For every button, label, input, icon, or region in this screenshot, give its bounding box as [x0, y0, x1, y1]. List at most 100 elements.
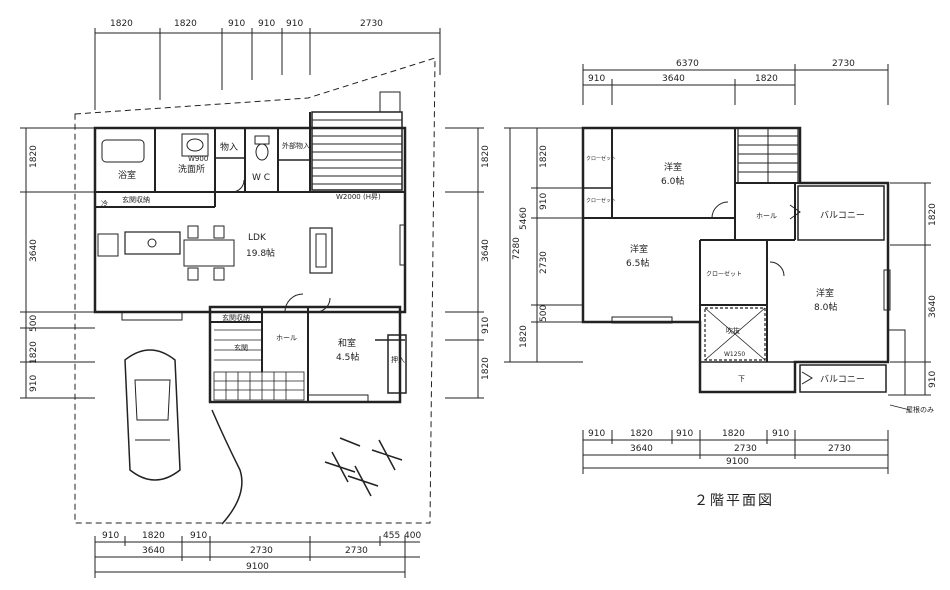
f1-dim-bottom-extra-1: 400 — [404, 531, 421, 541]
f1-dim-bottom-r1-0: 910 — [102, 531, 119, 541]
room-tatami-label: 和室 — [338, 337, 356, 349]
f2-closet1-label: クローゼット — [586, 155, 616, 162]
f1-dim-bottom-r2-0: 3640 — [142, 546, 165, 556]
wash-basin — [186, 138, 204, 152]
f2-dim-right-0: 1820 — [928, 203, 938, 226]
f2-void — [704, 307, 766, 361]
f2-dim-top-total: 6370 — [676, 59, 699, 69]
room-ldk-label: LDK — [248, 233, 267, 243]
f1-dim-right-2: 910 — [481, 317, 491, 334]
f2-dim-bottom-r2-2: 2730 — [828, 444, 851, 454]
f1-dim-bottom-r2-2: 2730 — [345, 546, 368, 556]
f2-closet2-label: クローゼット — [586, 197, 616, 204]
f2-down-label: 下 — [738, 375, 745, 383]
f1-top-ticks — [94, 28, 441, 110]
f1-stairs — [311, 111, 403, 191]
f2-dim-left-inner-2: 5460 — [519, 207, 529, 230]
f2-dim-bottom-r1-1: 1820 — [630, 429, 653, 439]
car-outline — [124, 349, 181, 481]
f2-closet3-label: クローゼット — [706, 270, 742, 278]
garden-shrubs — [324, 437, 403, 497]
washroom-w900: W900 — [188, 155, 208, 163]
f2-room3-label: 洋室 — [816, 287, 834, 299]
f2-dim-left-inner-1: 910 — [539, 193, 549, 210]
first-floor-labels: 1820 1820 910 910 910 2730 1820 3640 500… — [29, 19, 491, 572]
f2-dim-top-r2-0: 910 — [588, 74, 605, 84]
f1-dim-right-0: 1820 — [481, 145, 491, 168]
f1-dim-bottom-r1-2: 910 — [190, 531, 207, 541]
f2-dim-top-r2-2: 1820 — [755, 74, 778, 84]
f1-left-ticks — [20, 127, 95, 399]
first-floor-plan — [20, 28, 484, 578]
second-floor-labels: 6370 2730 910 3640 1820 7280 1820 910 54… — [512, 59, 938, 509]
room-outdoor-storage-label: 外部物入 — [282, 141, 310, 150]
f1-dim-top-4: 910 — [286, 19, 303, 29]
kitchen-stove — [97, 233, 119, 257]
bathtub — [101, 139, 145, 163]
f2-dim-left-inner-0: 1820 — [539, 145, 549, 168]
f2-dim-bottom-r1-4: 910 — [772, 429, 789, 439]
room-storage-label: 物入 — [220, 141, 238, 153]
balcony-lower — [799, 364, 887, 393]
f2-balcony2-label: バルコニー — [820, 374, 865, 385]
room-tatami-size: 4.5帖 — [336, 351, 359, 363]
f1-main-block — [93, 126, 407, 314]
f2-dim-bottom-r1-3: 1820 — [722, 429, 745, 439]
room-ldk-size: 19.8帖 — [246, 247, 275, 259]
f1-dim-top-2: 910 — [228, 19, 245, 29]
f2-dim-top-r2-1: 3640 — [662, 74, 685, 84]
shoe-storage-label: 玄関収納 — [122, 195, 150, 204]
f1-dim-left-1: 3640 — [29, 239, 39, 262]
f2-dim-bottom-r1-0: 910 — [588, 429, 605, 439]
f2-hall-label: ホール — [756, 212, 777, 220]
f2-dim-right-1: 3640 — [928, 295, 938, 318]
room-washroom-label: 洗面所 — [178, 163, 205, 175]
f2-dim-bottom-r2-0: 3640 — [630, 444, 653, 454]
toilet — [255, 143, 269, 161]
f2-dim-left-inner-4: 500 — [539, 305, 549, 322]
f2-room2-label: 洋室 — [630, 243, 648, 255]
garden-path — [211, 409, 243, 525]
f2-dim-left-outer: 7280 — [512, 237, 522, 260]
f1-dim-bottom-r2-1: 2730 — [250, 546, 273, 556]
f2-dim-right-2: 910 — [928, 371, 938, 388]
f2-dim-bottom-r1-2: 910 — [676, 429, 693, 439]
f1-closet — [387, 334, 407, 394]
f1-dim-left-0: 1820 — [29, 145, 39, 168]
f2-room2-size: 6.5帖 — [626, 257, 649, 269]
f2-void-w1250: W1250 — [724, 351, 745, 358]
second-floor-plan — [504, 64, 931, 474]
room-entrance-label: 玄関 — [234, 343, 248, 352]
f2-void-label: 吹抜 — [726, 326, 740, 335]
f1-dim-right-1: 3640 — [481, 239, 491, 262]
entrance-storage-label: 玄関収納 — [222, 313, 250, 322]
f1-dim-bottom-r1-1: 1820 — [142, 531, 165, 541]
dining-table — [183, 239, 235, 267]
f1-dim-bottom-extra-0: 455 — [383, 531, 400, 541]
fridge-label: 冷 — [101, 199, 108, 208]
f1-dim-left-4: 910 — [29, 375, 39, 392]
f1-right-ticks — [445, 127, 484, 399]
f2-dim-left-inner-5: 1820 — [519, 325, 529, 348]
closet-label: 押入 — [391, 355, 405, 364]
f2-roof-only-label: 屋根のみ — [906, 405, 934, 414]
f2-room1-label: 洋室 — [664, 161, 682, 173]
f2-dim-top-right: 2730 — [832, 59, 855, 69]
stair-w2000: W2000 (H昇) — [336, 193, 381, 201]
f1-lot-boundary — [74, 57, 436, 524]
living-table — [309, 227, 333, 274]
f1-dim-top-0: 1820 — [110, 19, 133, 29]
room-hall-label: ホール — [276, 334, 297, 342]
f2-room3-size: 8.0帖 — [814, 301, 837, 313]
f2-room1-size: 6.0帖 — [661, 175, 684, 187]
room-wc-label: W C — [252, 173, 270, 183]
f2-balcony1-label: バルコニー — [820, 210, 865, 221]
room-bath-label: 浴室 — [118, 169, 136, 181]
f1-dim-bottom-total: 9100 — [246, 562, 269, 572]
f1-dim-right-3: 1820 — [481, 357, 491, 380]
second-floor-caption: ２階平面図 — [694, 493, 774, 509]
f1-dim-top-3: 910 — [258, 19, 275, 29]
f2-dim-bottom-total: 9100 — [726, 457, 749, 467]
f2-dim-bottom-r2-1: 2730 — [734, 444, 757, 454]
